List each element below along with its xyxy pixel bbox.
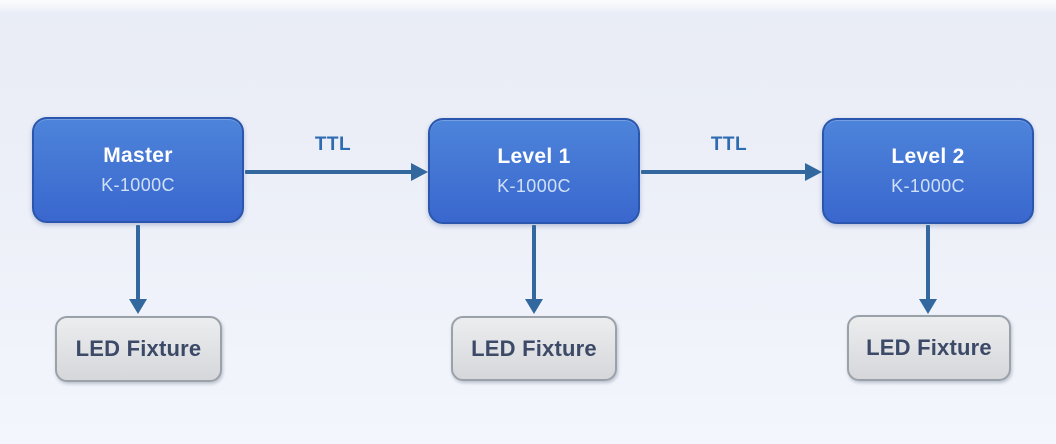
fixture-link-line-1: [136, 225, 140, 301]
fixture-node-1: LED Fixture: [55, 316, 222, 382]
fixture-label: LED Fixture: [866, 335, 992, 360]
arrow-right-head-icon: [805, 163, 822, 181]
fixture-node-3: LED Fixture: [847, 315, 1011, 381]
arrow-down-head-icon: [129, 299, 147, 314]
arrow-down-head-icon: [919, 299, 937, 314]
fixture-link-line-3: [926, 225, 930, 301]
fixture-link-line-2: [532, 225, 536, 301]
controller-title: Master: [103, 144, 173, 167]
link-label-ttl-2: TTL: [710, 134, 748, 155]
arrow-down-head-icon: [525, 299, 543, 314]
controller-node-level-1: Level 1 K-1000C: [428, 118, 640, 224]
controller-node-level-2: Level 2 K-1000C: [822, 118, 1034, 224]
fixture-label: LED Fixture: [75, 336, 202, 361]
fixture-node-2: LED Fixture: [451, 316, 617, 381]
ttl-link-line-2: [641, 170, 807, 174]
controller-node-master: Master K-1000C: [32, 117, 244, 223]
controller-model: K-1000C: [101, 175, 175, 195]
link-label-ttl-1: TTL: [314, 134, 352, 155]
controller-model: K-1000C: [497, 176, 571, 196]
ttl-link-line-1: [245, 170, 413, 174]
controller-model: K-1000C: [891, 176, 965, 196]
arrow-right-head-icon: [411, 163, 428, 181]
fixture-label: LED Fixture: [471, 335, 597, 361]
controller-title: Level 2: [891, 145, 965, 168]
controller-title: Level 1: [497, 145, 571, 168]
